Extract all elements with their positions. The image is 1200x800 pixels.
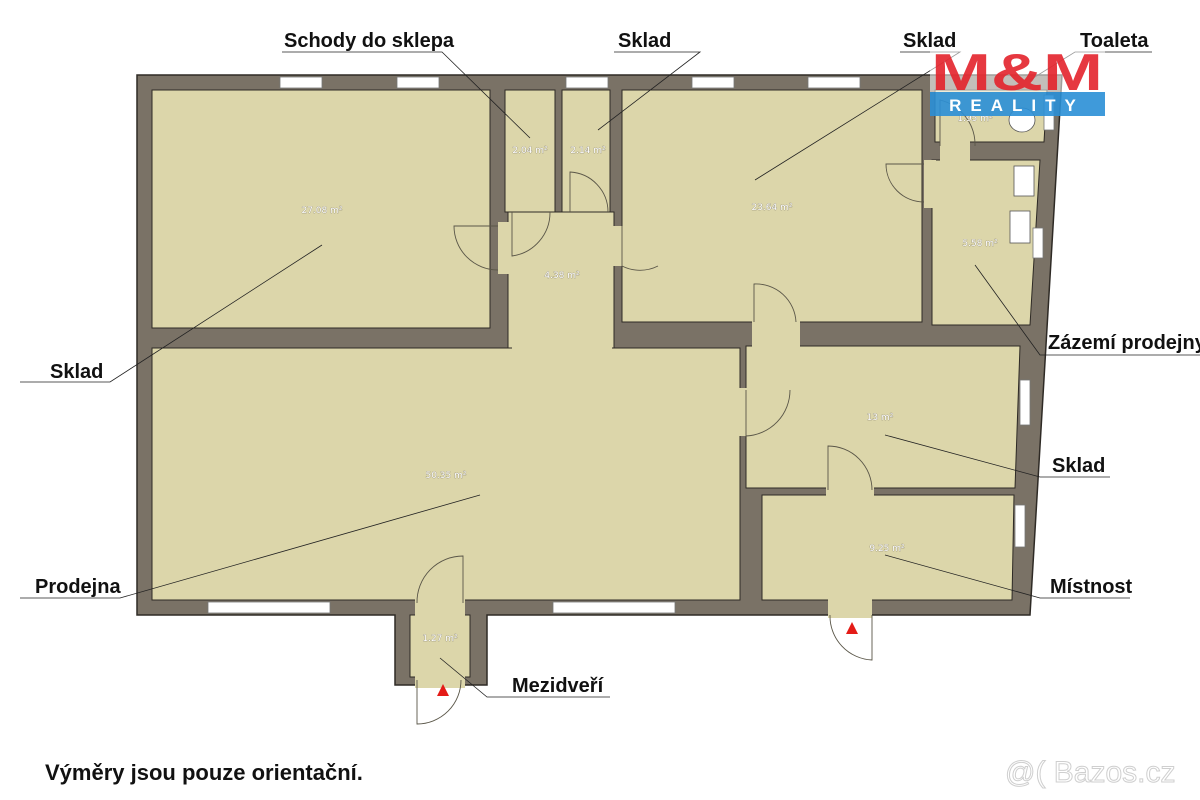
entrance-marker-icon — [437, 684, 449, 696]
area-toilet: 1.95 m² — [957, 114, 993, 124]
room-floor-mezidveri — [409, 614, 471, 678]
label-toaleta: Toaleta — [1080, 30, 1149, 52]
room-floor-mistnost — [761, 494, 1015, 601]
label-mistnost: Místnost — [1050, 576, 1133, 598]
footer-note: Výměry jsou pouze orientační. — [45, 760, 363, 785]
room-floor-prodejna — [151, 347, 741, 601]
area-sklad-27: 27.08 m² — [301, 206, 342, 216]
sink-icon — [1013, 165, 1035, 197]
label-sklad-13: Sklad — [1052, 455, 1105, 477]
area-stairs: 2.04 m² — [512, 146, 548, 156]
area-sklad-13: 13 m² — [867, 413, 894, 423]
area-sklad-2: 2.14 m² — [570, 146, 606, 156]
label-mezidveri: Mezidveří — [512, 675, 605, 697]
doors — [416, 99, 976, 725]
area-zazemi: 5.58 m² — [962, 239, 998, 249]
label-prodejna: Prodejna — [35, 576, 121, 598]
area-mistnost: 9.25 m² — [869, 544, 905, 554]
room-floor-sklad-23 — [621, 89, 923, 323]
room-floor-hall — [507, 211, 615, 349]
label-schody-do-sklepa: Schody do sklepa — [284, 30, 455, 52]
label-sklad-2: Sklad — [618, 30, 671, 52]
logo-subtitle: REALITY — [949, 96, 1085, 115]
label-sklad-23: Sklad — [903, 30, 956, 52]
label-zazemi-prodejny: Zázemí prodejny — [1048, 332, 1200, 354]
sink-icon — [1009, 210, 1031, 244]
area-prodejna: 50.35 m² — [425, 471, 466, 481]
mm-reality-logo: M&M REALITY — [930, 44, 1105, 116]
bazos-watermark: @( Bazos.cz — [1005, 756, 1176, 789]
label-sklad-27: Sklad — [50, 361, 103, 383]
windows — [207, 76, 1055, 614]
area-sklad-23: 23.64 m² — [751, 203, 792, 213]
area-hall: 4.38 m² — [544, 271, 580, 281]
area-mezidveri: 1.27 m² — [422, 634, 458, 644]
room-floor-sklad-13 — [745, 345, 1021, 489]
room-floor-sklad-27 — [151, 89, 491, 329]
room-floor-zazemi — [931, 159, 1041, 326]
entrance-marker-icon — [846, 622, 858, 634]
